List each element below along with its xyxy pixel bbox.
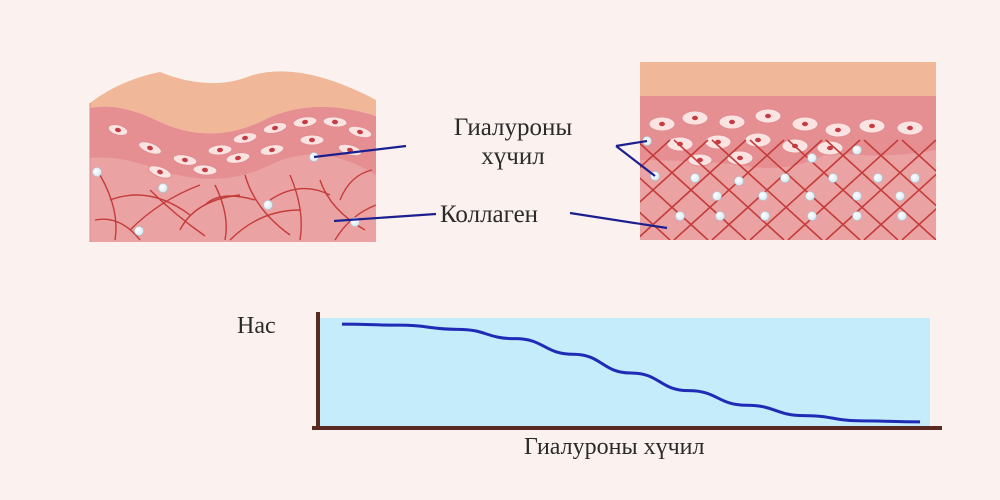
- hyaluronic-dot: [691, 174, 700, 183]
- hyaluronic-dot: [808, 154, 817, 163]
- hyaluronic-dot: [735, 177, 744, 186]
- collagen-fiber: [940, 140, 1000, 240]
- cell-nucleus: [692, 116, 698, 120]
- skin-cell: [755, 109, 781, 123]
- hyaluronic-dot: [159, 184, 168, 193]
- aged-skin-block: [90, 71, 376, 242]
- cell-nucleus: [869, 124, 875, 128]
- hyaluronic-age-chart: [312, 312, 942, 430]
- skin-cell: [300, 135, 324, 145]
- hyaluronic-dot: [853, 192, 862, 201]
- hyaluronic-dot: [781, 174, 790, 183]
- skin-cell: [745, 133, 771, 147]
- hyaluronic-dot: [911, 174, 920, 183]
- hyaluronic-dot: [676, 212, 685, 221]
- chart-y-axis-label: Нас: [237, 313, 276, 341]
- young-skin-block: [560, 62, 1000, 240]
- skin-cell: [792, 117, 818, 131]
- hyaluronic-dot: [829, 174, 838, 183]
- cell-nucleus: [309, 138, 315, 142]
- hyaluronic-dot: [806, 192, 815, 201]
- hyaluronic-dot: [808, 212, 817, 221]
- skin-cell: [897, 121, 923, 135]
- cell-nucleus: [835, 128, 841, 132]
- label-hyaluronic-line2: хүчил: [438, 143, 588, 172]
- hyaluronic-dot: [264, 201, 273, 210]
- skin-cell: [667, 137, 693, 151]
- cell-nucleus: [729, 120, 735, 124]
- cell-nucleus: [802, 122, 808, 126]
- young-epidermis: [640, 62, 936, 98]
- skin-cell: [682, 111, 708, 125]
- cell-nucleus: [659, 122, 665, 126]
- label-collagen: Коллаген: [440, 201, 538, 230]
- hyaluronic-dot: [853, 146, 862, 155]
- hyaluronic-dot: [716, 212, 725, 221]
- skin-cell: [719, 115, 745, 129]
- cell-nucleus: [765, 114, 771, 118]
- hyaluronic-dot: [135, 227, 144, 236]
- hyaluronic-dot: [898, 212, 907, 221]
- chart-x-axis-label: Гиалуроны хүчил: [524, 434, 705, 462]
- label-hyaluronic-line1: Гиалуроны: [438, 114, 588, 143]
- hyaluronic-dot: [93, 168, 102, 177]
- cell-nucleus: [737, 156, 743, 160]
- skin-cell: [859, 119, 885, 133]
- hyaluronic-dot: [874, 174, 883, 183]
- hyaluronic-dot: [761, 212, 770, 221]
- hyaluronic-dot: [853, 212, 862, 221]
- skin-cell: [649, 117, 675, 131]
- hyaluronic-dot: [759, 192, 768, 201]
- hyaluronic-dot: [713, 192, 722, 201]
- skin-cell: [825, 123, 851, 137]
- skin-cell: [705, 135, 731, 149]
- hyaluronic-dot: [896, 192, 905, 201]
- cell-nucleus: [755, 138, 761, 142]
- label-hyaluronic-acid: Гиалуроны хүчил: [438, 114, 588, 172]
- cell-nucleus: [907, 126, 913, 130]
- collagen-fiber: [940, 140, 1000, 240]
